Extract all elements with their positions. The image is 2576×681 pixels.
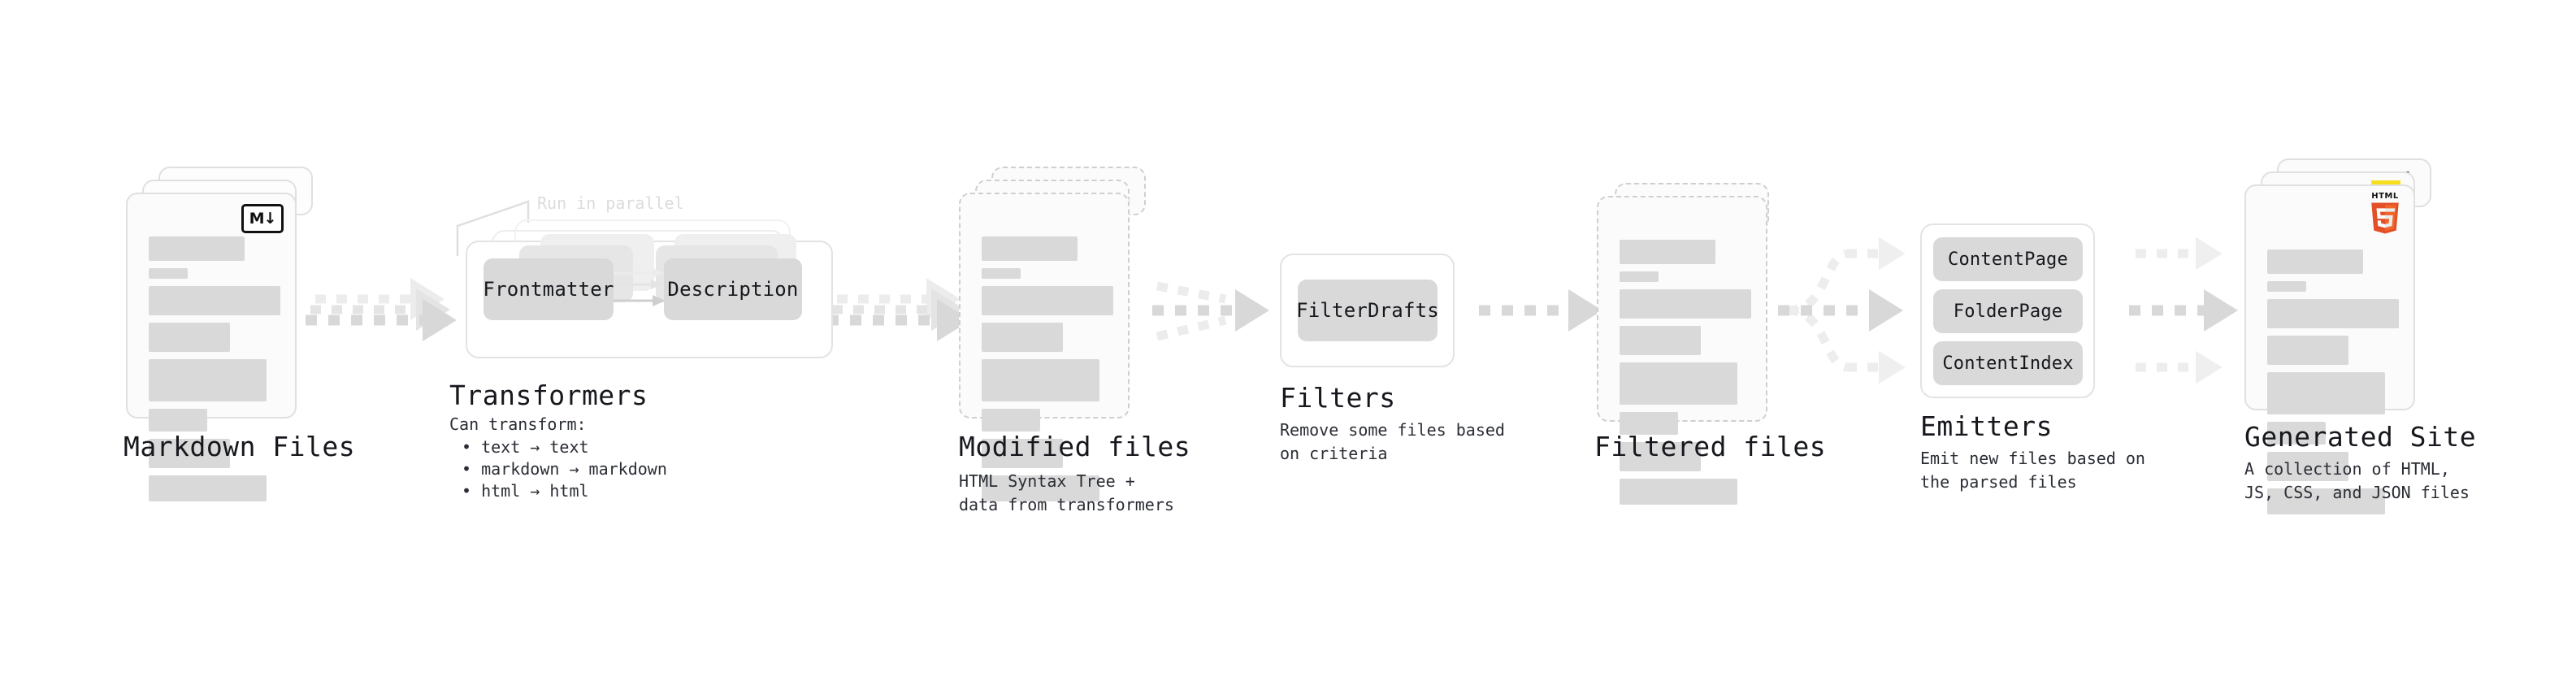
doc-card-html: HTML (2244, 184, 2415, 514)
stage-title-transformers: Transformers (449, 380, 648, 411)
markdown-icon: M↓ (241, 204, 284, 233)
modified-files-description: HTML Syntax Tree + data from transformer… (959, 471, 1174, 514)
stage-modified-files[interactable] (959, 167, 1154, 501)
connector-filters-to-filtered (1479, 289, 1602, 332)
filters-description: Remove some files based on criteria (1280, 420, 1505, 463)
doc-card-front (1597, 196, 1767, 505)
doc-content (2267, 249, 2399, 522)
emitters-description: Emit new files based on the parsed files (1920, 449, 2145, 492)
chip-frontmatter[interactable]: Frontmatter (483, 258, 614, 320)
doc-card-front: M↓ (126, 193, 297, 501)
connector-filtered-to-emitters (1778, 236, 1906, 384)
connector-markdown-to-transformers (306, 278, 457, 341)
stage-title-filtered-files: Filtered files (1594, 431, 1827, 462)
doc-content (149, 236, 280, 509)
run-in-parallel-label: Run in parallel (537, 193, 684, 213)
stage-generated-site[interactable]: CSS HTML (2244, 158, 2448, 514)
doc-content (982, 236, 1113, 509)
stage-title-filters: Filters (1280, 382, 1396, 414)
transformers-bullet-0: • text → text (462, 437, 589, 457)
html5-shield-icon (2371, 202, 2399, 234)
run-in-parallel-bracket (456, 200, 530, 256)
stage-transformers[interactable]: Run in parallel Frontmatter Descripti (451, 187, 833, 362)
stage-emitters[interactable]: ContentPage FolderPage ContentIndex (1920, 223, 2095, 398)
connector-modified-to-filters (1152, 281, 1269, 341)
chip-folderpage[interactable]: FolderPage (1933, 289, 2083, 333)
stage-markdown-files[interactable]: M↓ (126, 167, 321, 501)
stage-title-markdown-files: Markdown Files (124, 431, 356, 462)
stage-title-generated-site: Generated Site (2244, 421, 2477, 453)
chip-description[interactable]: Description (664, 258, 802, 320)
chip-contentpage[interactable]: ContentPage (1933, 237, 2083, 281)
stage-filtered-files[interactable] (1597, 183, 1792, 505)
transformers-bullet-2: • html → html (462, 481, 589, 501)
doc-content (1620, 240, 1751, 512)
stage-filters[interactable]: FilterDrafts (1280, 254, 1455, 367)
stage-title-emitters: Emitters (1920, 410, 2053, 442)
generated-site-description: A collection of HTML, JS, CSS, and JSON … (2244, 459, 2470, 502)
transformers-bullet-1: • markdown → markdown (462, 459, 667, 479)
stage-title-modified-files: Modified files (959, 431, 1191, 462)
chip-filterdrafts[interactable]: FilterDrafts (1296, 280, 1439, 341)
connector-emitters-to-site (2129, 236, 2238, 384)
connector-transformers-to-modified (827, 278, 971, 341)
chip-contentindex[interactable]: ContentIndex (1933, 341, 2083, 385)
transformers-description: Can transform: (449, 414, 587, 434)
doc-card-front (959, 193, 1130, 501)
html5-icon: HTML (2366, 193, 2404, 240)
